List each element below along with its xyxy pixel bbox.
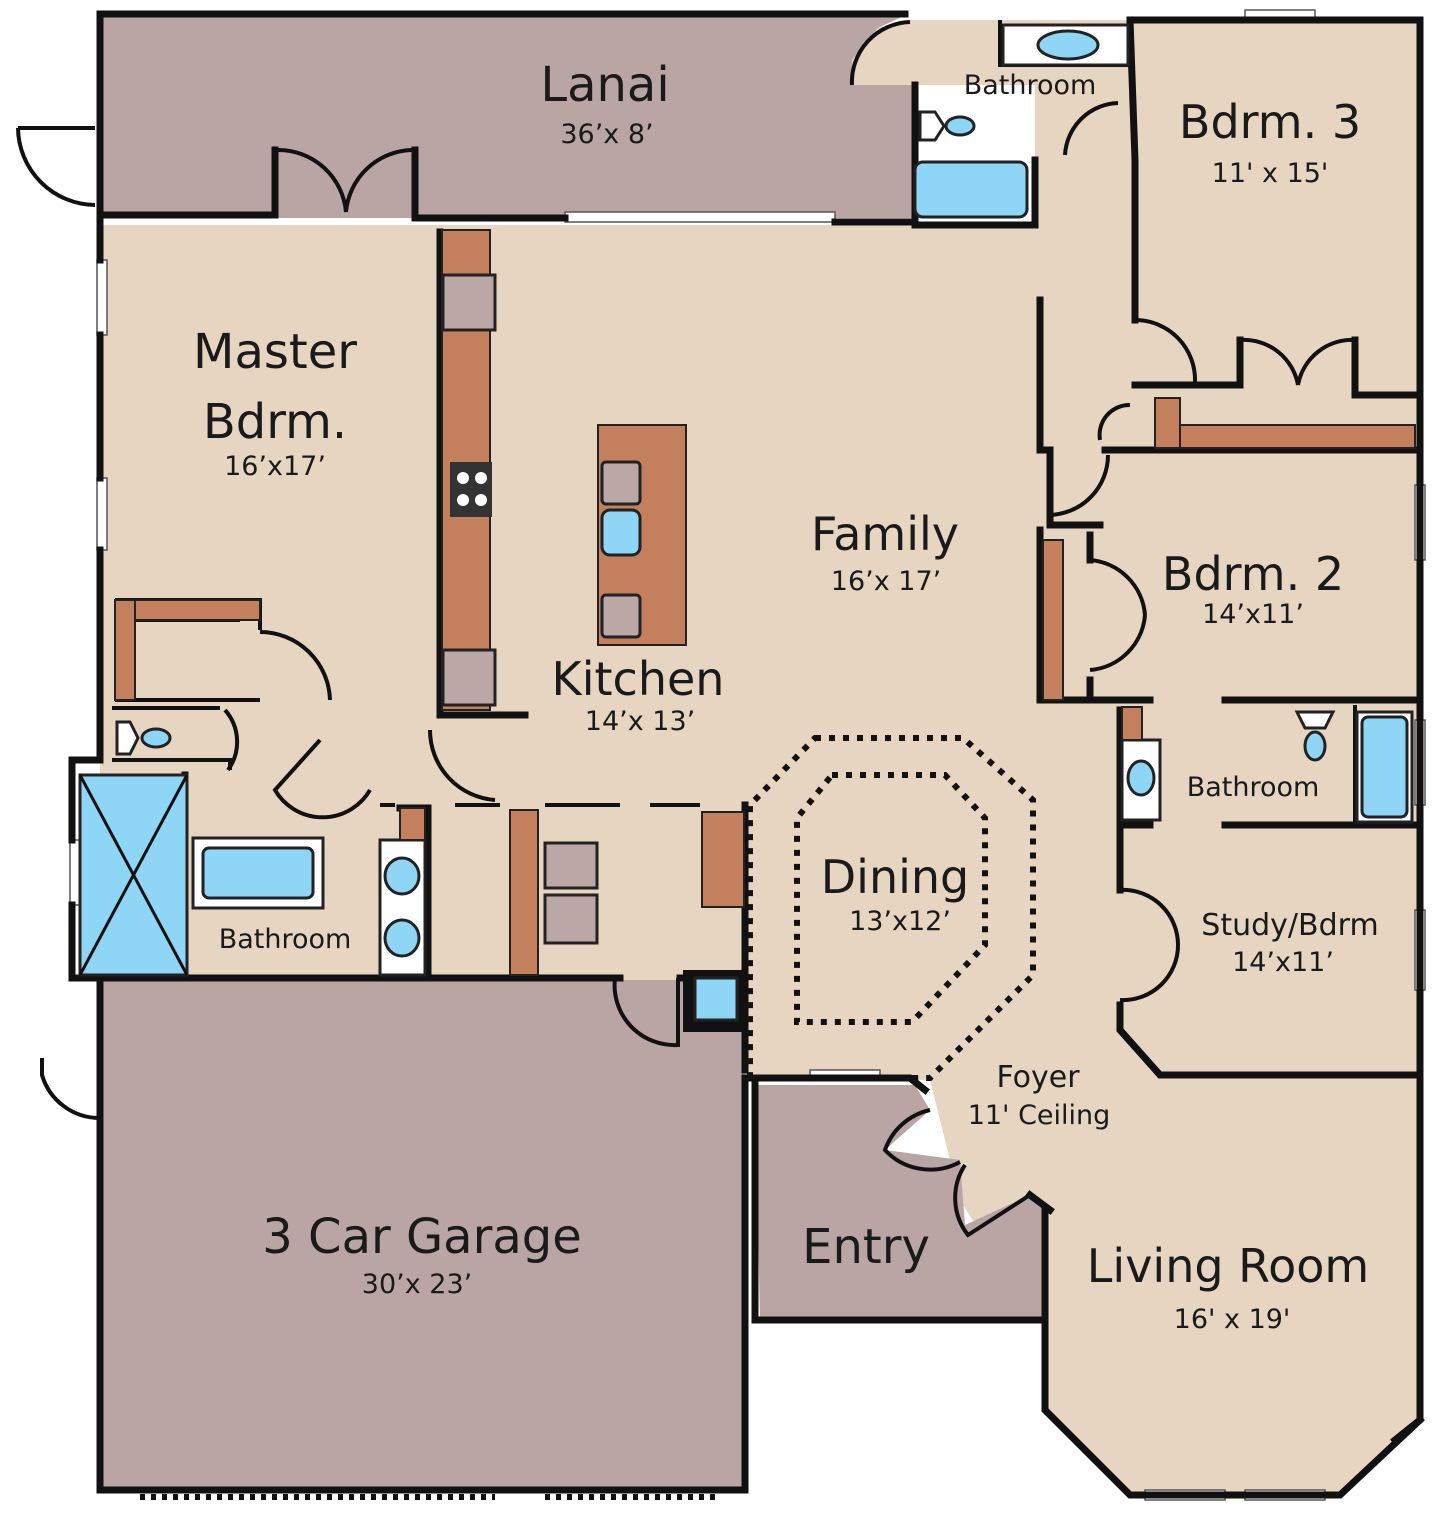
kitchen-appliance	[441, 273, 497, 332]
shower-x	[78, 774, 189, 976]
vanity-sink	[383, 856, 421, 896]
island-stool	[600, 593, 642, 639]
entry-floor	[755, 1085, 1045, 1320]
living-dim: 16' x 19'	[1174, 1304, 1291, 1335]
toilet-bowl	[944, 115, 976, 137]
family-label: Family	[811, 507, 959, 561]
burner	[457, 494, 469, 506]
dining-label: Dining	[821, 850, 970, 904]
door-swing	[1097, 402, 1131, 441]
door-swing	[259, 630, 332, 701]
cooktop	[450, 462, 492, 517]
door-swing	[272, 738, 372, 820]
water-heater-top	[693, 976, 739, 1022]
doors	[16, 20, 1356, 1238]
door-swing	[612, 977, 680, 1048]
closet-shelf	[134, 599, 261, 621]
garage-floor	[100, 980, 745, 1490]
bath-right-label: Bathroom	[1187, 772, 1320, 803]
toilet	[918, 110, 946, 142]
washer	[543, 841, 599, 890]
bdrm3-dim: 11' x 15'	[1212, 158, 1329, 189]
bathtub-water	[201, 846, 315, 900]
vanity-cab	[399, 807, 426, 841]
window	[96, 259, 108, 336]
cabinet	[701, 811, 745, 908]
door-swing	[40, 1058, 101, 1121]
garage-dim: 30’x 23’	[362, 1269, 472, 1300]
toilet	[1294, 710, 1336, 730]
room-labels: Lanai 36’x 8’ Bathroom Bdrm. 3 11' x 15'…	[193, 57, 1379, 1335]
walls	[68, 10, 1425, 1499]
door-swing	[427, 729, 496, 802]
laundry-counter	[509, 809, 539, 976]
vanity-cab	[1121, 706, 1143, 741]
study-label: Study/Bdrm	[1201, 908, 1378, 943]
bathtub-water	[1360, 715, 1409, 819]
lanai-label: Lanai	[540, 57, 669, 113]
burner	[475, 472, 487, 484]
bdrm2-dim: 14’x11’	[1202, 599, 1304, 630]
door-swing	[223, 708, 240, 772]
bdrm2-label: Bdrm. 2	[1162, 547, 1344, 601]
dining-dim: 13’x12’	[849, 906, 951, 937]
door-swing	[1119, 887, 1181, 1003]
dining-inner-octagon	[794, 772, 988, 1025]
door-swing	[953, 1163, 1032, 1238]
master-label-line1: Master	[193, 324, 357, 380]
master-bath-label: Bathroom	[219, 924, 352, 955]
bath-sink	[1036, 29, 1100, 61]
toilet-bowl	[1303, 730, 1327, 762]
entry-label: Entry	[802, 1219, 930, 1275]
closet-shelf	[1042, 539, 1064, 701]
closet-shelf	[1179, 424, 1416, 449]
closet-shelf	[114, 599, 136, 701]
master-dim: 16’x17’	[224, 451, 326, 482]
lanai-floor	[98, 14, 915, 218]
burner	[475, 494, 487, 506]
door-swing	[1239, 337, 1356, 386]
door-swing	[1089, 558, 1147, 672]
garage-label: 3 Car Garage	[262, 1209, 581, 1265]
bdrm3-label: Bdrm. 3	[1179, 95, 1361, 149]
interior-floor	[100, 20, 1420, 1495]
room-fills	[98, 14, 1420, 1495]
island-sink	[600, 508, 642, 557]
toilet-bowl	[140, 727, 172, 749]
dining-outer-octagon	[747, 735, 1036, 1081]
closet-shelf	[1154, 397, 1181, 449]
kitchen-appliance	[441, 648, 497, 707]
foyer-label: Foyer	[996, 1060, 1080, 1095]
lanai-dim: 36’x 8’	[560, 119, 653, 150]
island-stool	[600, 460, 642, 506]
foyer-note: 11' Ceiling	[968, 1100, 1111, 1131]
kitchen-label: Kitchen	[552, 652, 725, 706]
vanity-sink	[1126, 759, 1156, 797]
fixtures	[78, 23, 1416, 1032]
door-swing	[1047, 454, 1110, 517]
bathtub	[913, 160, 1029, 219]
vanity-sink	[383, 918, 421, 958]
door-swing	[16, 126, 96, 207]
study-dim: 14’x11’	[1232, 947, 1334, 978]
door-swing	[882, 1108, 961, 1172]
door-swing	[849, 20, 911, 86]
bath-top-label: Bathroom	[964, 70, 1097, 101]
dryer	[543, 893, 599, 945]
burner	[457, 472, 469, 484]
door-swing	[277, 147, 413, 213]
window	[564, 211, 836, 223]
kitchen-dim: 14’x 13’	[585, 706, 695, 737]
living-label: Living Room	[1087, 1239, 1369, 1293]
master-label-line2: Bdrm.	[203, 394, 347, 450]
family-dim: 16’x 17’	[831, 566, 941, 597]
toilet	[115, 720, 140, 756]
dining-ceiling	[747, 735, 1036, 1081]
window	[96, 477, 108, 551]
door-swing	[1063, 101, 1119, 156]
door-swing	[1134, 318, 1198, 383]
